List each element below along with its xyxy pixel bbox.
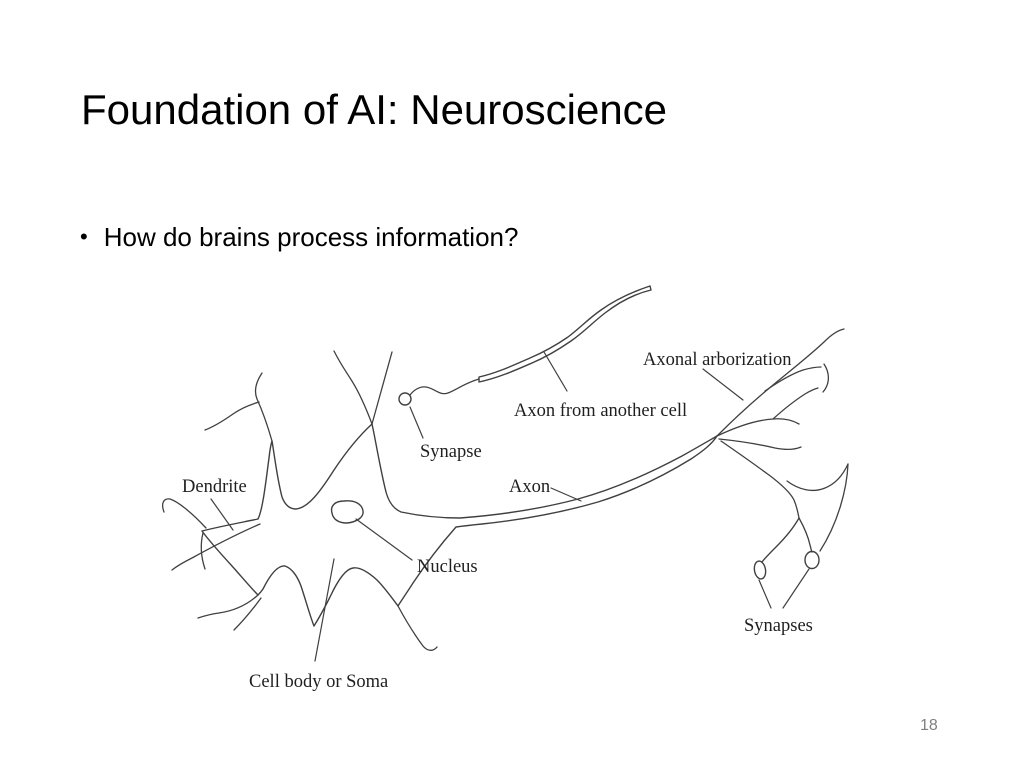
- leader-axon-from-another-cell: [543, 351, 568, 392]
- label-dendrite: Dendrite: [182, 477, 247, 497]
- slide-title: Foundation of AI: Neuroscience: [81, 86, 668, 133]
- label-axonal-arborization: Axonal arborization: [643, 350, 791, 370]
- leader-lines: [210, 351, 810, 662]
- label-axon: Axon: [509, 477, 550, 497]
- leader-dendrite: [210, 498, 234, 531]
- label-nucleus: Nucleus: [417, 557, 478, 577]
- label-axon-from-another-cell: Axon from another cell: [514, 401, 687, 421]
- page-number: 18: [920, 717, 938, 734]
- label-cell-body: Cell body or Soma: [249, 672, 388, 692]
- dendrite-branches: [162, 350, 438, 651]
- nucleus-shape: [330, 500, 364, 524]
- incoming-axon-tail: [409, 378, 480, 396]
- incoming-axon-band: [478, 285, 652, 383]
- leader-axon: [550, 487, 582, 502]
- synapse-terminal-right: [804, 550, 820, 570]
- synapse-knob: [398, 392, 412, 406]
- label-synapses: Synapses: [744, 616, 813, 636]
- leader-synapse: [409, 406, 424, 439]
- bullet-item: • How do brains process information?: [80, 222, 518, 253]
- leader-synapses-right: [782, 568, 810, 609]
- arborization-branches: [716, 328, 849, 563]
- leader-nucleus: [355, 518, 413, 561]
- bullet-text: How do brains process information?: [103, 222, 519, 252]
- leader-synapses-left: [758, 579, 772, 609]
- leader-cell-body: [314, 558, 335, 662]
- synapse-terminal-left: [753, 560, 767, 580]
- leader-axonal-arborization: [702, 368, 744, 401]
- bullet-marker: •: [80, 224, 88, 249]
- label-synapse: Synapse: [420, 442, 482, 462]
- soma-and-axon-shape: [201, 423, 718, 627]
